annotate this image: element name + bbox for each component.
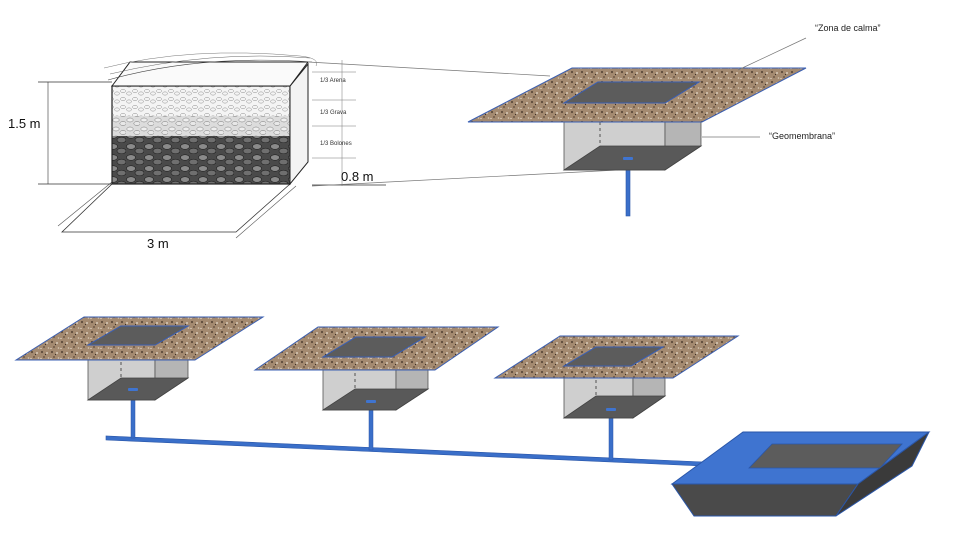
gravel-layer-label: 1/3 Grava [320,110,347,116]
calm-zone-opening [562,81,701,104]
filter-system [14,316,931,517]
geomembrane-label: “Geomembrana” [769,131,836,141]
riser-pipe-2 [368,403,374,451]
collection-tank [670,431,931,517]
boulder-layer-label: 1/3 Bolones [320,141,352,147]
box-top [111,61,309,87]
base-outline [61,183,291,233]
drain-hole [623,157,633,160]
tank-front [671,483,859,517]
box-side [289,62,309,186]
height-label: 1.5 m [8,116,41,131]
calm-zone-callout-line [737,37,807,71]
collector-pipe [105,435,705,467]
connector-bottom [311,169,619,187]
layer-cross-section [38,52,386,239]
tank-inner-floor [748,443,903,469]
filter-unit-2 [253,326,500,411]
calm-zone-label: “Zona de calma” [815,23,881,33]
outlet-pipe [625,167,631,217]
connector-top [307,61,551,77]
filter-unit-3 [493,335,740,419]
sand-layer-label: 1/3 Arena [320,78,346,84]
gravel-layer [112,116,290,136]
width-label: 3 m [147,236,169,251]
filter-unit-1 [14,316,265,401]
tank-side [835,431,930,517]
boulder-layer [112,136,290,184]
sand-layer [112,86,290,116]
filter-unit-main [467,37,807,217]
depth-label: 0.8 m [341,169,374,184]
